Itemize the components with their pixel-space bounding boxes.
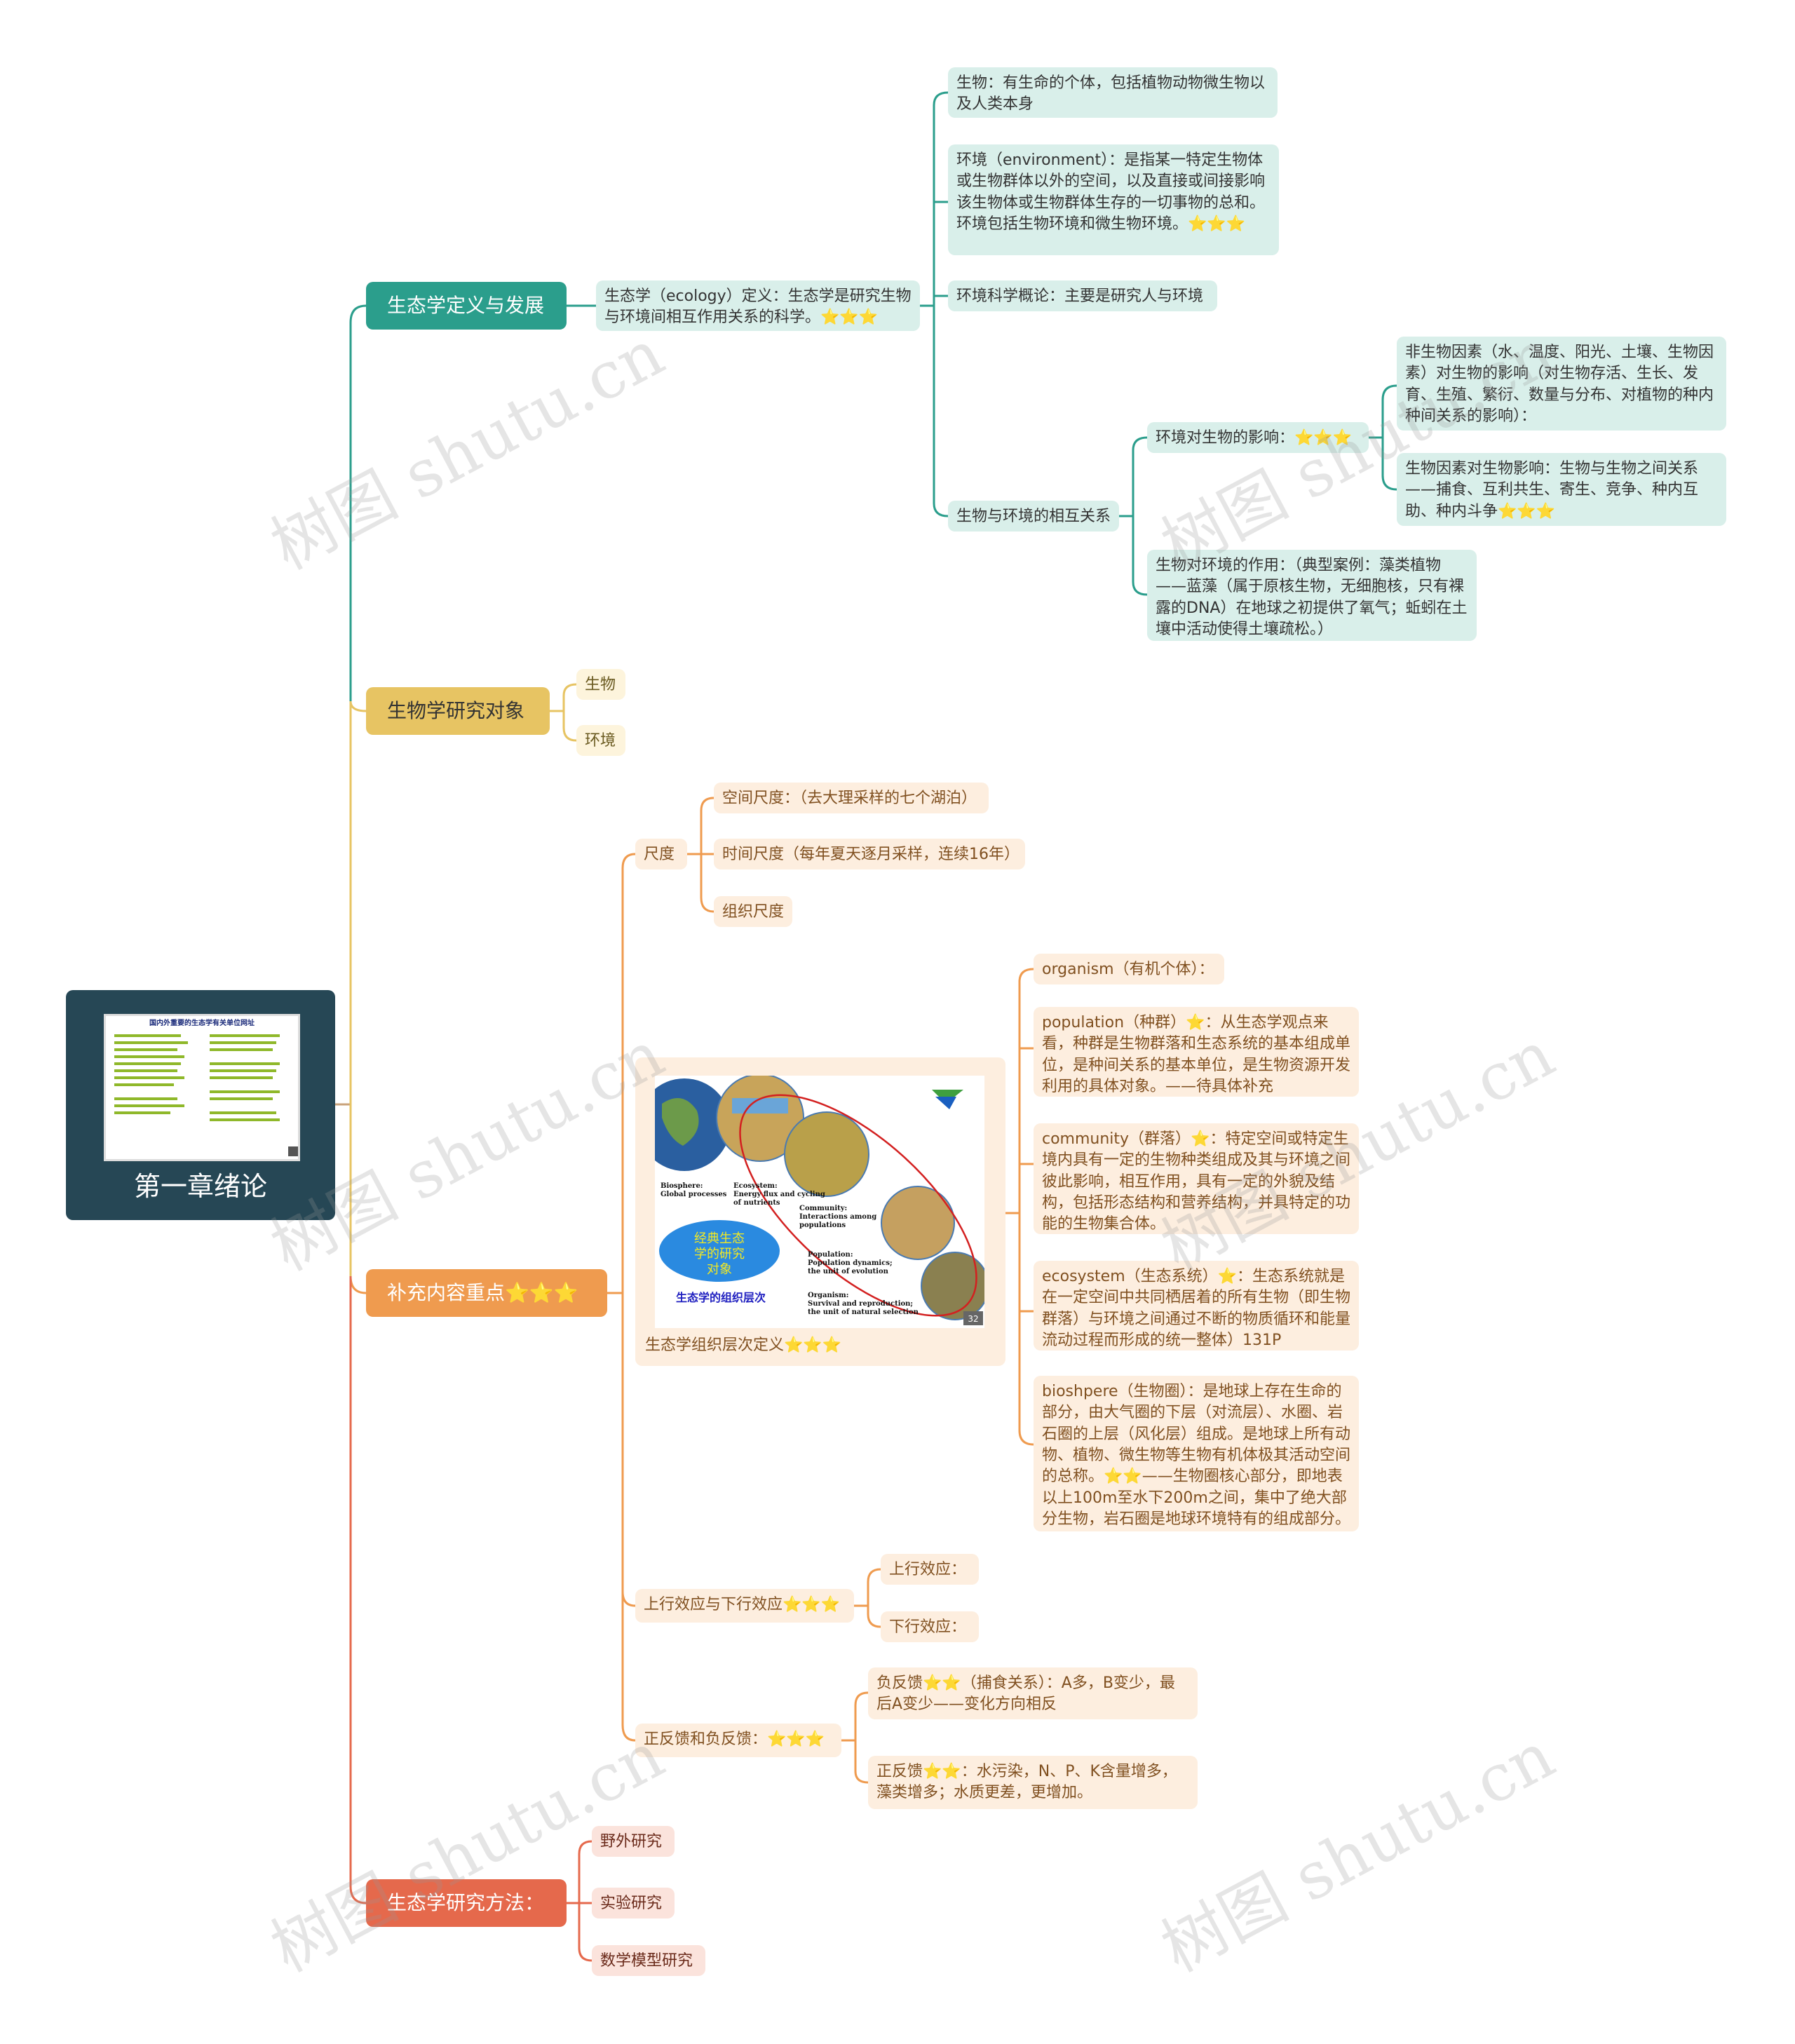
node-cascade-effects[interactable]: 上行效应与下行效应⭐⭐⭐ <box>635 1589 854 1623</box>
node-scale[interactable]: 尺度 <box>635 839 687 869</box>
thumbnail-heading: 国内外重要的生态学有关单位网址 <box>149 1020 255 1027</box>
levels-title: 生态学的组织层次 <box>676 1291 766 1304</box>
node-organism-definition[interactable]: 生物：有生命的个体，包括植物动物微生物以及人类本身 <box>948 67 1278 118</box>
branch-label: 生态学研究方法： <box>387 1890 545 1914</box>
branch-research-methods[interactable]: 生态学研究方法： <box>366 1879 567 1927</box>
watermark: 树图 shutu.cn <box>259 315 676 585</box>
node-abiotic-factors[interactable]: 非生物因素（水、温度、阳光、土壤、生物因素）对生物的影响（对生物存活、生长、发育… <box>1397 337 1726 431</box>
branch-ecology-definition[interactable]: 生态学定义与发展 <box>366 282 567 330</box>
branch-label: 生态学定义与发展 <box>387 293 545 317</box>
root-thumbnail: 国内外重要的生态学有关单位网址 <box>104 1014 300 1161</box>
slide-page-number: 32 <box>968 1314 978 1324</box>
node-temporal-scale[interactable]: 时间尺度（每年夏天逐月采样，连续16年） <box>714 839 1025 869</box>
levels-illustration: Biosphere:Global processes Ecosystem:Ene… <box>655 1076 984 1325</box>
node-environment-effect[interactable]: 环境对生物的影响：⭐⭐⭐ <box>1147 422 1369 453</box>
node-feedback[interactable]: 正反馈和负反馈：⭐⭐⭐ <box>635 1724 841 1757</box>
classic-object-cloud <box>659 1220 780 1282</box>
node-community-level[interactable]: community（群落）⭐：特定空间或特定生境内具有一定的生物种类组成及其与环… <box>1034 1123 1359 1234</box>
node-biosphere-level[interactable]: bioshpere（生物圈）：是地球上存在生命的部分，由大气圈的下层（对流层）、… <box>1034 1376 1359 1531</box>
node-positive-feedback[interactable]: 正反馈⭐⭐：水污染，N、P、K含量增多，藻类增多；水质更差，更增加。 <box>868 1756 1198 1809</box>
node-bottom-up-effect[interactable]: 上行效应： <box>881 1554 979 1585</box>
organization-levels-caption: 生态学组织层次定义⭐⭐⭐ <box>645 1336 842 1354</box>
community-photo <box>784 1111 869 1197</box>
node-spatial-scale[interactable]: 空间尺度：（去大理采样的七个湖泊） <box>714 783 989 813</box>
red-highlight-ellipse <box>739 1094 977 1317</box>
node-biotic-factors[interactable]: 生物因素对生物影响：生物与生物之间关系——捕食、互利共生、寄生、竞争、种内互助、… <box>1397 453 1726 526</box>
node-organism-effect[interactable]: 生物对环境的作用：（典型案例：藻类植物——蓝藻（属于原核生物，无细胞核，只有裸露… <box>1147 550 1477 641</box>
node-organism-level[interactable]: organism（有机个体）： <box>1034 954 1224 984</box>
node-ecosystem-level[interactable]: ecosystem（生态系统）⭐：生态系统就是在一定空间中共同栖居着的所有生物（… <box>1034 1261 1359 1351</box>
biosphere-label: Biosphere:Global processes <box>661 1182 727 1198</box>
node-ecology-definition[interactable]: 生态学（ecology）定义：生态学是研究生物与环境间相互作用关系的科学。⭐⭐⭐ <box>596 280 920 331</box>
organization-levels-image: Biosphere:Global processes Ecosystem:Ene… <box>655 1076 984 1328</box>
node-environment-definition[interactable]: 环境（environment）：是指某一特定生物体或生物群体以外的空间，以及直接… <box>948 144 1279 255</box>
cloud-label: 经典生态学的研究对象 <box>694 1231 745 1277</box>
node-organism-environment-relation[interactable]: 生物与环境的相互关系 <box>948 501 1119 532</box>
branch-label: 补充内容重点⭐⭐⭐ <box>387 1280 578 1304</box>
node-top-down-effect[interactable]: 下行效应： <box>881 1611 979 1642</box>
node-subject-organism[interactable]: 生物 <box>576 669 625 700</box>
ecosystem-photo <box>716 1076 804 1162</box>
node-negative-feedback[interactable]: 负反馈⭐⭐（捕食关系）：A多，B变少，最后A变少——变化方向相反 <box>868 1667 1198 1719</box>
node-experimental-research[interactable]: 实验研究 <box>592 1888 675 1918</box>
organization-levels-card[interactable]: Biosphere:Global processes Ecosystem:Ene… <box>635 1057 1005 1366</box>
branch-supplementary-key-points[interactable]: 补充内容重点⭐⭐⭐ <box>366 1269 607 1317</box>
root-node[interactable]: 国内外重要的生态学有关单位网址 第一章绪论 <box>66 990 335 1220</box>
node-organizational-scale[interactable]: 组织尺度 <box>714 896 792 927</box>
node-environmental-science[interactable]: 环境科学概论：主要是研究人与环境 <box>948 280 1217 311</box>
population-label: Population:Population dynamics;the unit … <box>808 1251 893 1275</box>
watermark: 树图 shutu.cn <box>1149 1717 1566 1987</box>
node-population-level[interactable]: population（种群）⭐：从生态学观点来看，种群是生物群落和生态系统的基本… <box>1034 1007 1359 1097</box>
node-subject-environment[interactable]: 环境 <box>576 725 625 756</box>
population-photo <box>881 1186 955 1260</box>
branch-label: 生物学研究对象 <box>387 698 525 722</box>
branch-research-subject[interactable]: 生物学研究对象 <box>366 687 550 735</box>
node-mathematical-model-research[interactable]: 数学模型研究 <box>592 1945 705 1976</box>
root-title: 第一章绪论 <box>133 1170 267 1202</box>
organism-label: Organism:Survival and reproduction;the u… <box>808 1292 919 1316</box>
node-field-research[interactable]: 野外研究 <box>592 1826 675 1857</box>
thumbnail-link-list <box>114 1034 298 1156</box>
